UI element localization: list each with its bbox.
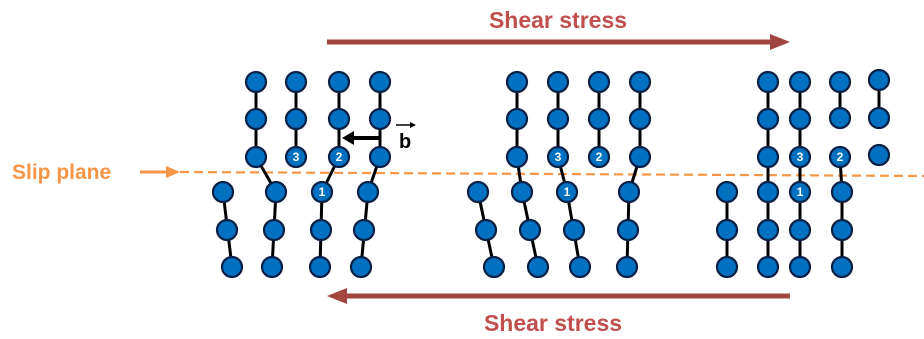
atom (262, 218, 286, 242)
atom (518, 218, 542, 242)
atom (211, 180, 235, 204)
atom (356, 180, 380, 204)
atom-3 (284, 145, 308, 169)
slip-plane-dashed-line (179, 170, 924, 178)
atom (284, 107, 308, 131)
shear-stress-bottom: Shear stress (327, 288, 790, 336)
atom (562, 218, 586, 242)
atom (505, 107, 529, 131)
atom (788, 70, 812, 94)
atom (830, 218, 854, 242)
atom (617, 180, 641, 204)
atom (466, 180, 490, 204)
atom-2 (327, 145, 351, 169)
atom (368, 70, 392, 94)
atom (756, 218, 780, 242)
atom (587, 107, 611, 131)
atom (587, 70, 611, 94)
atom (756, 107, 780, 131)
atom (505, 70, 529, 94)
atom-2 (828, 145, 852, 169)
atom (830, 180, 854, 204)
shear-stress-top: Shear stress (327, 7, 790, 50)
atom (715, 218, 739, 242)
atom-number-label: 1 (319, 185, 326, 199)
atom (788, 107, 812, 131)
atom-2 (587, 145, 611, 169)
atom (867, 143, 891, 167)
atom-number-label: 3 (555, 150, 562, 164)
atom (510, 180, 534, 204)
atom-number-label: 1 (797, 185, 804, 199)
burgers-vector: b (342, 122, 416, 153)
atom (867, 68, 891, 92)
atom (220, 255, 244, 279)
atom (756, 255, 780, 279)
atom (628, 145, 652, 169)
atom (244, 107, 268, 131)
atom (788, 218, 812, 242)
slip-plane-arrow-head (166, 166, 180, 178)
atom (215, 218, 239, 242)
atom (628, 107, 652, 131)
atom-3 (546, 145, 570, 169)
atom (505, 145, 529, 169)
atom (474, 218, 498, 242)
atom-numbers: 3 2 1 3 2 1 3 2 1 (293, 150, 844, 199)
atom-number-label: 3 (797, 150, 804, 164)
burgers-vector-arrow-head (342, 131, 354, 145)
atom (526, 255, 550, 279)
atom (828, 106, 852, 130)
shear-arrow-top-head (770, 34, 790, 50)
atom (628, 70, 652, 94)
burgers-vector-label: b (399, 131, 411, 153)
atom (756, 145, 780, 169)
atom (284, 70, 308, 94)
atom (349, 255, 373, 279)
atom (244, 70, 268, 94)
atom-number-label: 2 (596, 150, 603, 164)
atom-1 (310, 180, 334, 204)
atom (756, 70, 780, 94)
atom (546, 107, 570, 131)
slip-plane-label: Slip plane (12, 161, 111, 184)
shear-stress-top-label: Shear stress (489, 7, 627, 33)
atom-number-label: 1 (564, 185, 571, 199)
atom-number-label: 2 (336, 150, 343, 164)
atom-1 (788, 180, 812, 204)
atom-number-label: 3 (293, 150, 300, 164)
atom (368, 107, 392, 131)
atom (264, 180, 288, 204)
atom (546, 70, 570, 94)
atom (715, 255, 739, 279)
vector-overline-head (410, 122, 416, 128)
atom (327, 107, 351, 131)
atom (308, 255, 332, 279)
atom (756, 180, 780, 204)
atom (788, 255, 812, 279)
atom (828, 70, 852, 94)
atom-3 (788, 145, 812, 169)
atom-number-label: 2 (837, 150, 844, 164)
atom (867, 106, 891, 130)
shear-arrow-bottom-head (327, 288, 347, 304)
atom (615, 255, 639, 279)
atom (568, 255, 592, 279)
atom (352, 218, 376, 242)
atom (715, 180, 739, 204)
atom (368, 145, 392, 169)
atom (830, 255, 854, 279)
atom (616, 218, 640, 242)
atom (327, 70, 351, 94)
atom-1 (555, 180, 579, 204)
atom (244, 145, 268, 169)
atom (482, 255, 506, 279)
atom (309, 218, 333, 242)
slip-plane: Slip plane (12, 161, 924, 184)
atoms-layer (211, 68, 891, 279)
atom (260, 255, 284, 279)
shear-stress-bottom-label: Shear stress (484, 310, 622, 336)
